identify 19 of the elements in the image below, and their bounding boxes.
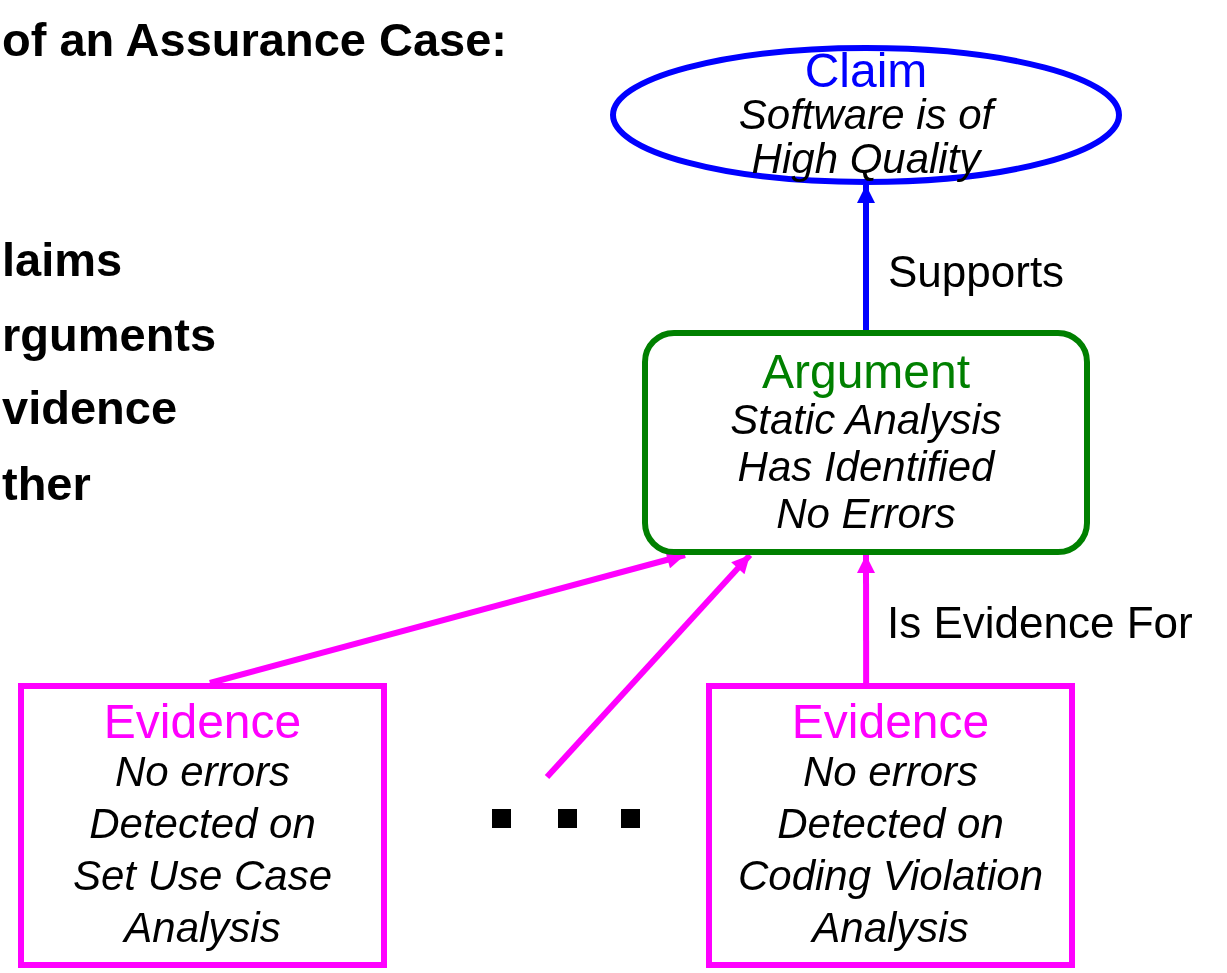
node-description: No errors Detected on Coding Violation Analysis xyxy=(736,746,1045,953)
arrow xyxy=(857,185,875,330)
bullet-text: vidence xyxy=(2,381,178,435)
evidence-box xyxy=(706,683,1075,968)
node-heading: Evidence xyxy=(791,697,990,746)
node-heading: Claim xyxy=(804,49,928,93)
bullet-text: laims xyxy=(2,233,123,287)
arrow xyxy=(857,555,875,683)
bullet-text: of an Assurance Case: xyxy=(2,13,507,67)
argument-box xyxy=(642,330,1090,555)
node-description: Software is of High Quality xyxy=(721,93,1011,181)
node-heading: Argument xyxy=(761,348,971,396)
node-heading: Evidence xyxy=(103,697,302,746)
arrow xyxy=(544,552,753,780)
node-description: No errors Detected on Set Use Case Analysis xyxy=(71,746,334,953)
bullet-text: ther xyxy=(2,457,91,511)
bullet-text: rguments xyxy=(2,308,217,362)
claim-ellipse xyxy=(610,45,1122,185)
evidence-box xyxy=(18,683,387,968)
